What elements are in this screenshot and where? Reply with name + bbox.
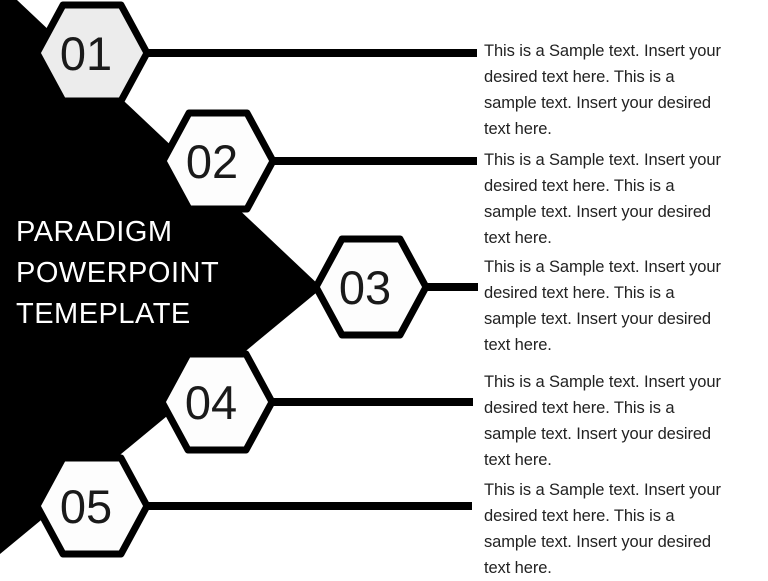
step-text-block-5: This is a Sample text. Insert your desir… bbox=[484, 477, 766, 581]
step-3-text-line-3: sample text. Insert your desired bbox=[484, 310, 711, 328]
step-1-text-line-3: sample text. Insert your desired bbox=[484, 94, 711, 112]
slide-title-line-1: PARADIGM bbox=[16, 216, 173, 248]
step-5-text-line-3: sample text. Insert your desired bbox=[484, 533, 711, 551]
step-1-text-line-4: text here. bbox=[484, 120, 552, 138]
slide-title-line-2: POWERPOINT bbox=[16, 257, 220, 289]
step-1-text-line-2: desired text here. This is a bbox=[484, 68, 675, 86]
step-text-block-2: This is a Sample text. Insert your desir… bbox=[484, 147, 766, 251]
step-4-text-line-3: sample text. Insert your desired bbox=[484, 425, 711, 443]
step-text-block-4: This is a Sample text. Insert your desir… bbox=[484, 369, 766, 473]
hexagon-step-2 bbox=[159, 109, 277, 213]
step-2-text-line-3: sample text. Insert your desired bbox=[484, 203, 711, 221]
slide-title-line-3: TEMEPLATE bbox=[16, 298, 191, 330]
step-1-text-line-1: This is a Sample text. Insert your bbox=[484, 42, 721, 60]
step-3-text-line-4: text here. bbox=[484, 336, 552, 354]
step-4-text-line-1: This is a Sample text. Insert your bbox=[484, 373, 721, 391]
step-number-3: 03 bbox=[339, 261, 391, 314]
step-number-4: 04 bbox=[185, 376, 237, 429]
hexagon-step-5 bbox=[33, 454, 151, 558]
step-5-text-line-4: text here. bbox=[484, 559, 552, 577]
hexagon-step-1 bbox=[33, 1, 151, 105]
step-2-text-line-2: desired text here. This is a bbox=[484, 177, 675, 195]
step-5-text-line-1: This is a Sample text. Insert your bbox=[484, 481, 721, 499]
step-5-text-line-2: desired text here. This is a bbox=[484, 507, 675, 525]
step-number-5: 05 bbox=[60, 480, 112, 533]
step-2-text-line-1: This is a Sample text. Insert your bbox=[484, 151, 721, 169]
step-text-block-1: This is a Sample text. Insert your desir… bbox=[484, 38, 766, 142]
black-wedge-shape bbox=[0, 0, 322, 554]
hexagon-step-4 bbox=[158, 350, 276, 454]
slide-title: PARADIGM POWERPOINT TEMEPLATE bbox=[16, 212, 219, 335]
step-number-2: 02 bbox=[186, 135, 238, 188]
step-3-text-line-2: desired text here. This is a bbox=[484, 284, 675, 302]
step-4-text-line-4: text here. bbox=[484, 451, 552, 469]
step-text-block-3: This is a Sample text. Insert your desir… bbox=[484, 254, 766, 358]
hexagon-step-3 bbox=[312, 235, 430, 339]
step-3-text-line-1: This is a Sample text. Insert your bbox=[484, 258, 721, 276]
step-4-text-line-2: desired text here. This is a bbox=[484, 399, 675, 417]
step-2-text-line-4: text here. bbox=[484, 229, 552, 247]
step-number-1: 01 bbox=[60, 27, 112, 80]
